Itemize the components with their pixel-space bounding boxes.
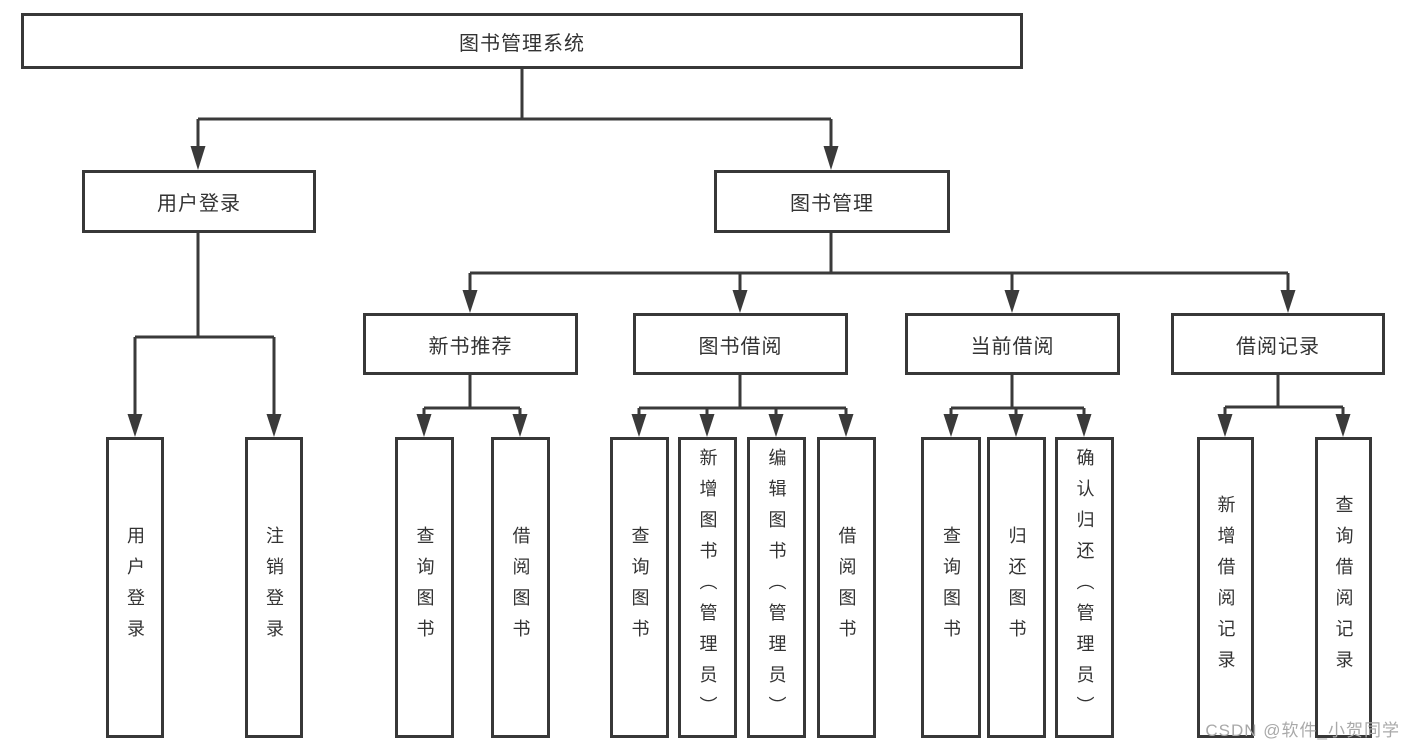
- node-library-system: 图书管理系统: [21, 13, 1023, 69]
- leaf-query-books-borrowing: 查询图书: [610, 437, 669, 738]
- leaf-query-books-recommend-label: 查询图书: [414, 525, 435, 650]
- leaf-confirm-return-admin-label: 确认归还（管理员）: [1074, 448, 1095, 727]
- leaf-borrow-books-recommend-label: 借阅图书: [510, 525, 531, 650]
- leaf-query-books-borrowing-label: 查询图书: [629, 525, 650, 650]
- leaf-edit-book-admin-label: 编辑图书（管理员）: [766, 448, 787, 727]
- node-user-login-branch: 用户登录: [82, 170, 316, 233]
- node-borrowing-records: 借阅记录: [1171, 313, 1385, 375]
- leaf-user-login-label: 用户登录: [125, 525, 145, 650]
- node-current-borrowing: 当前借阅: [905, 313, 1120, 375]
- leaf-logout: 注销登录: [245, 437, 303, 738]
- node-borrowing-records-label: 借阅记录: [1236, 335, 1320, 358]
- leaf-logout-label: 注销登录: [264, 525, 284, 650]
- watermark-text: CSDN @软件_小贺同学: [1205, 721, 1400, 740]
- node-book-borrowing-label: 图书借阅: [698, 335, 783, 358]
- leaf-query-books-current: 查询图书: [921, 437, 981, 738]
- leaf-query-books-recommend: 查询图书: [395, 437, 454, 738]
- node-new-book-recommendation-label: 新书推荐: [428, 335, 513, 358]
- arrowheads: [127, 146, 1351, 437]
- leaf-borrow-books-recommend: 借阅图书: [491, 437, 550, 738]
- leaf-query-borrow-record: 查询借阅记录: [1315, 437, 1372, 738]
- node-book-management-branch: 图书管理: [714, 170, 950, 233]
- leaf-add-book-admin-label: 新增图书（管理员）: [697, 448, 718, 727]
- leaf-return-books: 归还图书: [987, 437, 1046, 738]
- leaf-edit-book-admin: 编辑图书（管理员）: [747, 437, 806, 738]
- node-library-system-label: 图书管理系统: [459, 32, 585, 55]
- leaf-user-login: 用户登录: [106, 437, 164, 738]
- node-current-borrowing-label: 当前借阅: [970, 335, 1055, 358]
- leaf-borrow-books-borrowing: 借阅图书: [817, 437, 876, 738]
- node-book-borrowing: 图书借阅: [633, 313, 848, 375]
- node-user-login-branch-label: 用户登录: [157, 193, 241, 215]
- leaf-add-borrow-record-label: 新增借阅记录: [1215, 494, 1236, 681]
- leaf-confirm-return-admin: 确认归还（管理员）: [1055, 437, 1114, 738]
- node-book-management-branch-label: 图书管理: [790, 193, 874, 215]
- leaf-add-book-admin: 新增图书（管理员）: [678, 437, 737, 738]
- leaf-query-borrow-record-label: 查询借阅记录: [1333, 494, 1354, 681]
- leaf-borrow-books-borrowing-label: 借阅图书: [836, 525, 857, 650]
- node-new-book-recommendation: 新书推荐: [363, 313, 578, 375]
- leaf-return-books-label: 归还图书: [1006, 525, 1027, 650]
- leaf-add-borrow-record: 新增借阅记录: [1197, 437, 1254, 738]
- leaf-query-books-current-label: 查询图书: [941, 525, 961, 650]
